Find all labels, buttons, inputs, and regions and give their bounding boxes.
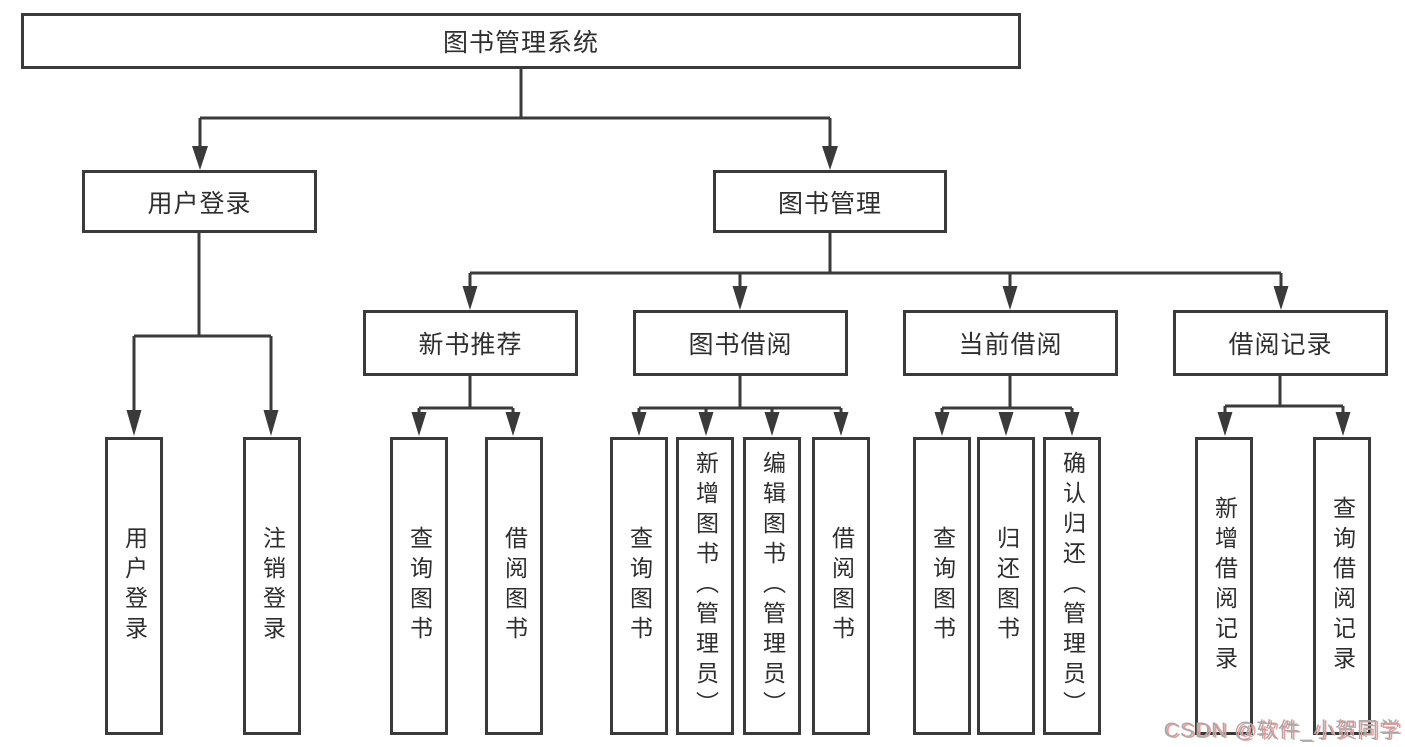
leaf-current-query-books: 查询图书 [913, 437, 971, 735]
connector-book-borrow-branch [631, 376, 849, 436]
leaf-current-confirm-return-admin: 确认归还（管理员） [1043, 437, 1101, 735]
csdn-watermark: CSDN @软件_小贺同学 [1163, 719, 1401, 742]
node-book-borrow: 图书借阅 [633, 310, 848, 376]
leaf-current-return-books: 归还图书 [977, 437, 1035, 735]
leaf-borrow-add-books-admin: 新增图书（管理员） [676, 437, 734, 735]
leaf-records-query-record: 查询借阅记录 [1313, 437, 1371, 735]
leaf-newrec-query-books: 查询图书 [390, 437, 448, 735]
node-current-borrow: 当前借阅 [903, 310, 1118, 376]
connector-current-borrow-branch [934, 376, 1080, 436]
leaf-borrow-edit-books-admin: 编辑图书（管理员） [743, 437, 801, 735]
connector-book-management-branch [462, 233, 1289, 310]
leaf-borrow-borrow-books: 借阅图书 [812, 437, 870, 735]
leaf-borrow-query-books: 查询图书 [610, 437, 668, 735]
leaf-newrec-borrow-books: 借阅图书 [485, 437, 543, 735]
leaf-records-add-record: 新增借阅记录 [1195, 437, 1253, 735]
connector-root-branch [192, 69, 838, 170]
node-book-management: 图书管理 [713, 170, 947, 233]
connector-new-book-branch [411, 376, 521, 436]
leaf-logout: 注销登录 [243, 437, 301, 735]
connector-user-login-branch [126, 233, 279, 436]
node-new-book-recommend: 新书推荐 [363, 310, 578, 376]
leaf-user-login: 用户登录 [105, 437, 163, 735]
node-root-library-system: 图书管理系统 [21, 13, 1021, 69]
node-borrow-records: 借阅记录 [1173, 310, 1388, 376]
node-user-login: 用户登录 [82, 170, 317, 233]
connector-borrow-records-branch [1217, 376, 1351, 436]
